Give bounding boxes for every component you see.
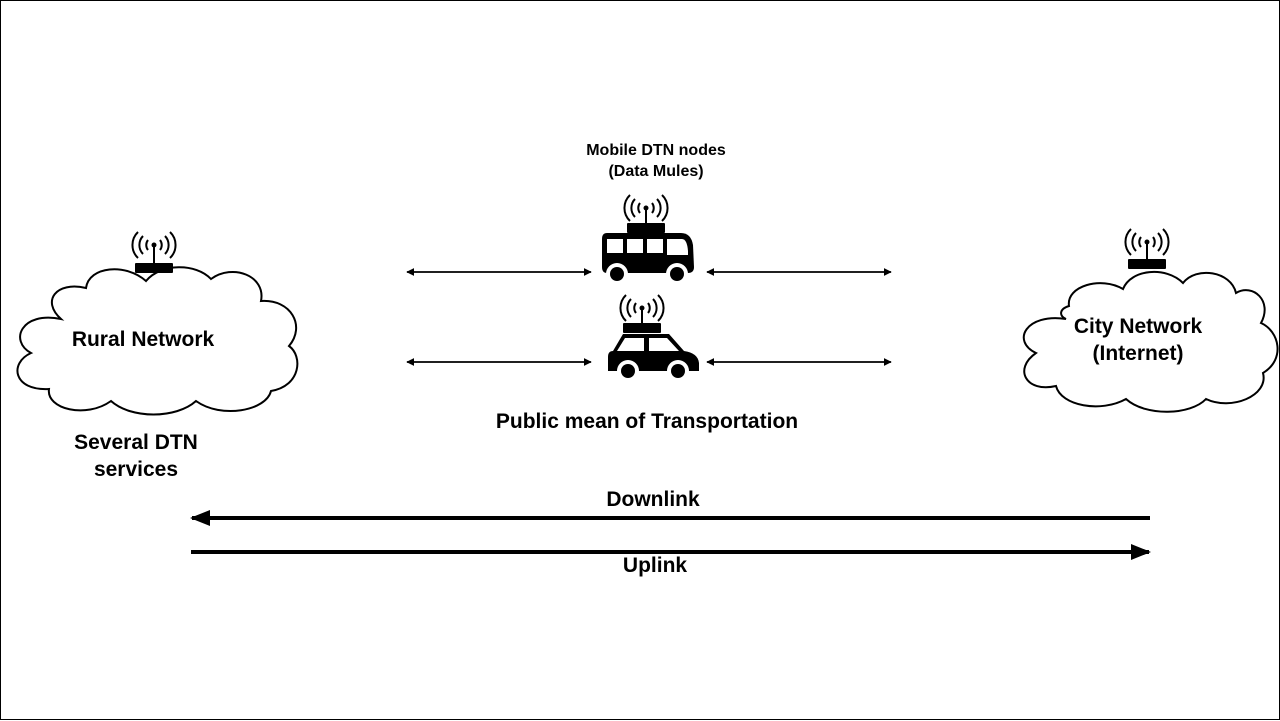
mobile-nodes-line2: (Data Mules) [608,162,704,180]
rural-cloud-icon [16,266,299,416]
city-cloud-icon [1022,270,1279,413]
rural-antenna-icon [131,231,177,273]
car-icon [608,334,699,382]
city-network-line2: (Internet) [1092,342,1184,366]
transport-label: Public mean of Transportation [495,410,799,433]
mobile-nodes-label: Mobile DTN nodes (Data Mules) [556,141,756,183]
downlink-label: Downlink [606,488,700,511]
uplink-label: Uplink [622,554,688,577]
mobile-nodes-line1: Mobile DTN nodes [586,142,726,159]
city-antenna-icon [1124,228,1170,269]
city-network-label: City Network (Internet) [1038,313,1238,368]
services-label: Several DTN services [36,429,236,484]
services-line1: Several DTN [74,431,198,454]
car-antenna-icon [619,294,665,333]
city-network-line1: City Network [1073,315,1203,338]
services-line2: services [93,458,179,482]
rural-network-label: Rural Network [71,328,215,351]
bus-antenna-icon [623,194,669,233]
bus-icon [602,233,694,285]
